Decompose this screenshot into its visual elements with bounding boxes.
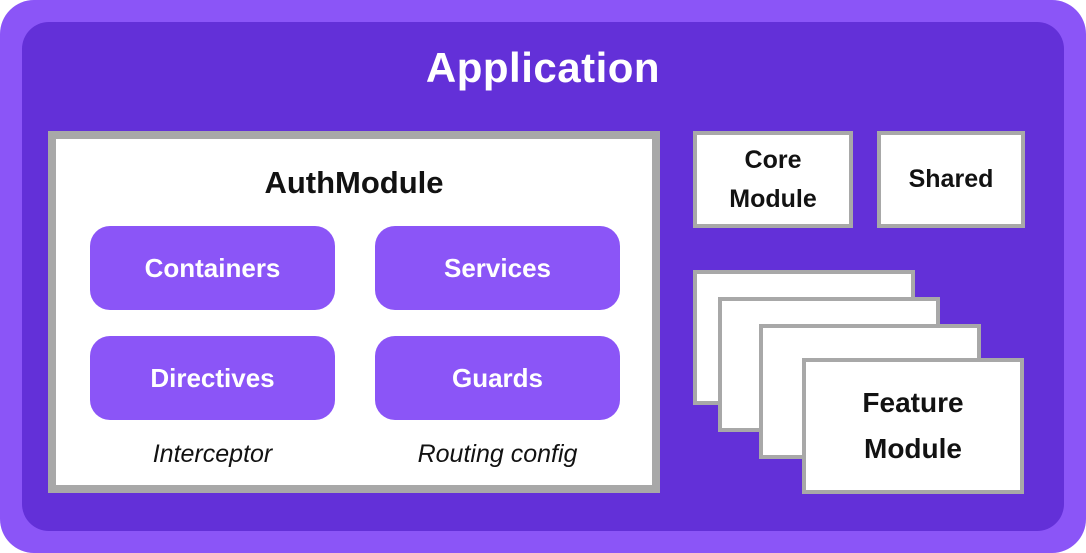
chip-directives: Directives [90,336,335,420]
chip-services: Services [375,226,620,310]
caption-interceptor: Interceptor [152,440,273,468]
application-title: Application [425,44,661,91]
feature-module-label: Feature Module [862,386,964,464]
shared-module-box: Shared [877,131,1025,228]
core-module-label: Core Module [729,145,817,213]
auth-module-title: AuthModule [264,165,444,200]
chip-containers: Containers [90,226,335,310]
core-module-box: Core Module [693,131,853,228]
caption-routing-config: Routing config [417,440,578,468]
auth-module-box: AuthModule Containers Services Directive… [48,131,660,493]
chip-guards: Guards [375,336,620,420]
feature-module-box: Feature Module [802,358,1024,494]
shared-module-label: Shared [908,165,994,194]
